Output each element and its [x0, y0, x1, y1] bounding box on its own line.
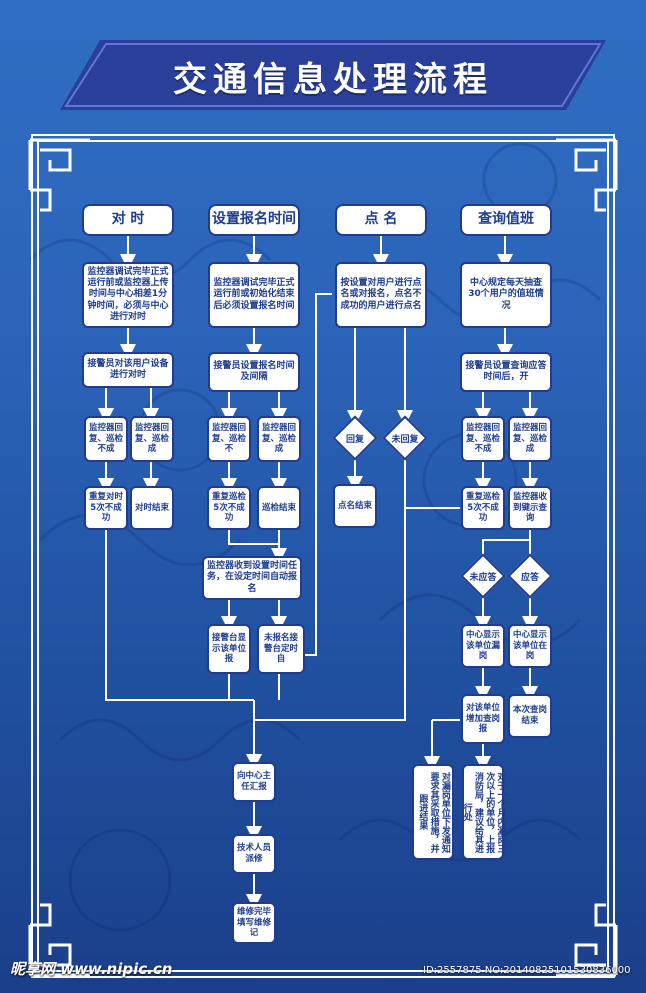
header-duishi: 对 时 — [82, 204, 174, 236]
col4-report-fire-dept-box: 对于一个月内漏岗三次以上的单位，上报消防局，建议给其进行处 — [462, 764, 506, 860]
page-title: 交通信息处理流程 — [173, 60, 493, 100]
col4-add-check-box: 对该单位增加查岗报 — [461, 694, 505, 744]
col4-operator-query-box: 接警员设置查询应答时间后，开 — [460, 352, 552, 392]
col2-not-reported-box: 未报名接警台定时自 — [257, 624, 305, 674]
col1-retry-fail-box: 重复对时5次不成功 — [84, 486, 128, 530]
header-set-report-time: 设置报名时间 — [208, 204, 300, 236]
col2-shows-reported-box: 接警台显示该单位报 — [207, 624, 251, 674]
col4-missed-post-box: 中心显示该单位漏岗 — [461, 624, 505, 668]
col4-check-end-box: 本次查岗结束 — [508, 694, 552, 738]
col4-on-post-box: 中心显示该单位在岗 — [508, 624, 552, 668]
bottom-repair-record-box: 维修完毕填写维修记 — [232, 902, 276, 944]
header-roll-call: 点 名 — [335, 204, 427, 236]
col2-condition-box: 监控器调试完毕正式运行前或初始化结束后必须设置报名时间 — [208, 262, 300, 328]
col4-notify-unit-box: 对漏岗单位下发通知要求其采取措施，并跟进结果 — [412, 764, 454, 860]
col1-reply-fail-box: 监控器回复、巡检不成 — [84, 416, 128, 462]
col4-duty-rule-box: 中心规定每天抽查30个用户的值班情况 — [460, 262, 552, 328]
col1-condition-box: 监控器调试完毕正式运行前或监控器上传时间与中心相差1分钟时间，必须与中心进行对时 — [82, 262, 174, 328]
col4-reply-success-box: 监控器回复、巡检成 — [508, 416, 552, 462]
col3-roll-call-box: 按设置对用户进行点名或对报名，点名不成功的用户进行点名 — [335, 262, 427, 328]
watermark-id: ID:2557875 NO:20140825101530836000 — [423, 965, 631, 976]
col2-operator-set-box: 接警员设置报名时间及间隔 — [208, 352, 300, 392]
col1-reply-success-box: 监控器回复、巡检成 — [130, 416, 174, 462]
bottom-report-director-box: 向中心主任汇报 — [232, 762, 276, 802]
watermark-logo: 昵享网 www.nipic.cn — [10, 960, 173, 978]
col4-reply-fail-box: 监控器回复、巡检不成 — [461, 416, 505, 462]
col2-retry-fail-box: 重复巡检5次不成功 — [207, 486, 251, 530]
col2-patrol-end-box: 巡检结束 — [257, 486, 301, 530]
col4-answer-label: 应答 — [520, 572, 539, 583]
title-banner: 交通信息处理流程 — [60, 40, 606, 110]
col2-auto-report-box: 监控器收到设置时间任务，在设定时间自动报名 — [202, 556, 302, 600]
col4-answer-diamond: 应答 — [507, 553, 553, 599]
col4-query-received-box: 监控器收到键示查询 — [508, 486, 552, 530]
col4-no-answer-diamond: 未应答 — [460, 553, 506, 599]
col2-reply-success-box: 监控器回复、巡检成 — [257, 416, 301, 462]
col3-roll-call-end-box: 点名结束 — [333, 484, 377, 528]
col3-no-reply-label: 未回复 — [391, 434, 419, 445]
col1-operator-sync-box: 接警员对该用户设备进行对时 — [82, 352, 174, 388]
header-duty-check: 查询值班 — [460, 204, 552, 236]
col3-no-reply-diamond: 未回复 — [382, 415, 428, 461]
col3-reply-label: 回复 — [345, 434, 364, 445]
col2-reply-fail-box: 监控器回复、巡检不 — [207, 416, 251, 462]
col3-reply-diamond: 回复 — [332, 415, 378, 461]
col1-sync-end-box: 对时结束 — [130, 486, 174, 530]
bottom-dispatch-tech-box: 技术人员派修 — [232, 834, 276, 874]
col4-retry-fail-box: 重复巡检5次不成功 — [461, 486, 505, 530]
col4-no-answer-label: 未应答 — [469, 572, 497, 583]
